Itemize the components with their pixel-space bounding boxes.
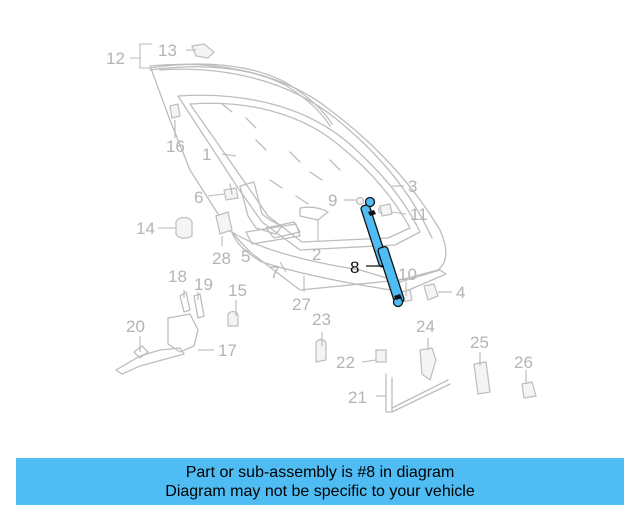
small-fasteners [169,43,439,327]
callout-7: 7 [270,263,279,282]
callout-25: 25 [470,333,489,352]
callout-17: 17 [218,341,237,360]
callout-11: 11 [410,205,428,224]
leader-lines [130,43,527,397]
callout-9: 9 [328,191,337,210]
callout-15: 15 [228,281,247,300]
callout-8: 8 [350,258,359,277]
callout-20: 20 [126,317,145,336]
callout-19: 19 [194,275,213,294]
trim-strip [149,63,333,127]
info-banner: Part or sub-assembly is #8 in diagram Di… [16,458,624,505]
callout-2: 2 [312,245,321,264]
callout-14: 14 [136,219,155,238]
callout-3: 3 [408,177,417,196]
callout-22: 22 [336,353,355,372]
callout-16: 16 [166,137,185,156]
callout-18: 18 [168,267,187,286]
callout-4: 4 [456,283,465,302]
callout-labels: 12 13 16 1 6 14 28 5 7 2 9 3 11 8 10 4 2… [106,41,533,407]
trunk-lid [149,63,447,291]
release-rod [385,373,451,413]
callout-12: 12 [106,49,125,68]
callout-13: 13 [158,41,177,60]
callout-26: 26 [514,353,533,372]
parts-diagram: 12 13 16 1 6 14 28 5 7 2 9 3 11 8 10 4 2… [106,41,537,413]
lower-trim-panel [231,206,447,293]
callout-6: 6 [194,188,203,207]
info-line-1: Part or sub-assembly is #8 in diagram [185,463,455,481]
info-line-2: Diagram may not be specific to your vehi… [165,482,475,500]
callout-27: 27 [292,295,311,314]
bottom-parts [315,338,537,399]
gas-strut-part-8[interactable] [360,196,405,308]
callout-5: 5 [241,247,250,266]
callout-1: 1 [202,145,211,164]
callout-24: 24 [416,317,435,336]
callout-23: 23 [312,310,331,329]
callout-10: 10 [398,265,417,284]
callout-28: 28 [212,249,231,268]
hinge [239,181,301,239]
callout-21: 21 [348,388,367,407]
